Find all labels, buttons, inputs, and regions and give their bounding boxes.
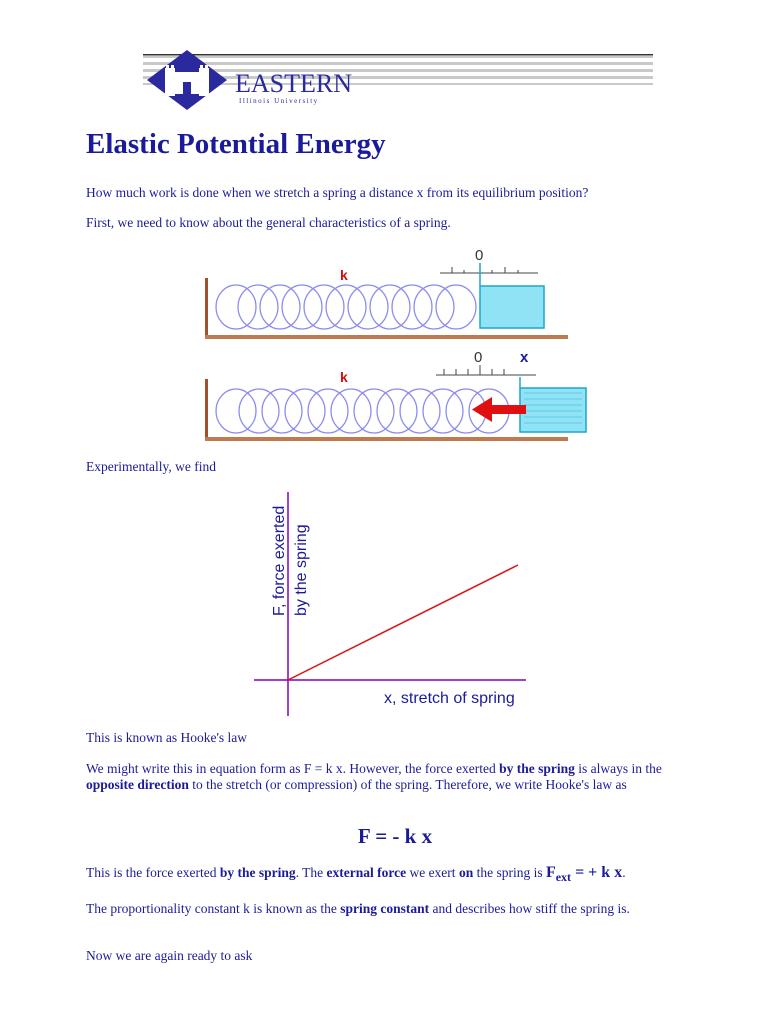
page-title: Elastic Potential Energy: [86, 128, 386, 160]
hooke-graph: F, force exerted by the spring x, stretc…: [254, 492, 526, 716]
logo-stripes: [143, 56, 653, 85]
hooke-paragraph: This is known as Hooke's law: [86, 730, 248, 745]
castle-diamond-icon: [147, 50, 227, 110]
closing-paragraph: Now we are again ready to ask: [86, 948, 253, 963]
logo-subtitle: Illinois University: [239, 97, 319, 105]
spring-diagram: k 0: [205, 247, 587, 441]
block-texture: [524, 392, 582, 424]
displacement-label: x: [520, 349, 529, 366]
eastern-logo: EASTERN Illinois University: [143, 50, 653, 110]
spring-constant-paragraph: The proportionality constant k is known …: [86, 901, 630, 916]
spring-relaxed: k 0: [205, 247, 568, 339]
spring-constant-label-2: k: [340, 369, 348, 385]
spring-stretched: k 0 x: [205, 349, 587, 441]
logo-name: EASTERN: [235, 69, 352, 98]
external-force-paragraph: This is the force exerted by the spring.…: [86, 864, 626, 885]
equilibrium-label-2: 0: [474, 349, 482, 366]
hooke-equation: F = - k x: [357, 824, 433, 848]
equation-paragraph: We might write this in equation form as …: [86, 761, 662, 792]
x-axis-label: x, stretch of spring: [384, 690, 515, 707]
spring-constant-label: k: [340, 267, 348, 283]
force-line: [287, 564, 519, 681]
restoring-force-arrow-icon: [472, 397, 526, 422]
y-axis-label-2: by the spring: [293, 524, 310, 616]
experiment-paragraph: Experimentally, we find: [86, 459, 216, 474]
intro-paragraph: First, we need to know about the general…: [86, 215, 451, 230]
block-mass: [479, 285, 545, 329]
question-paragraph: How much work is done when we stretch a …: [86, 185, 589, 200]
y-axis-label-1: F, force exerted: [271, 506, 288, 616]
equilibrium-label: 0: [475, 247, 483, 264]
